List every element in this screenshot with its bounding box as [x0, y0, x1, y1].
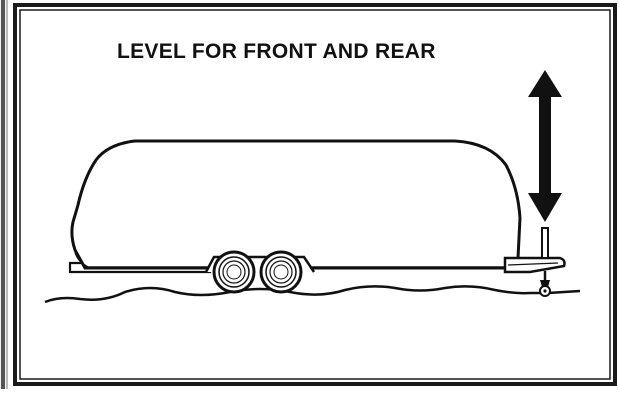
- trailer-icon: [70, 141, 520, 272]
- wheel-rear: [261, 252, 301, 292]
- trailer-body: [72, 141, 520, 268]
- wheel-front: [214, 252, 254, 292]
- left-edge-strip: [0, 0, 7, 389]
- diagram-title: LEVEL FOR FRONT AND REAR: [117, 37, 527, 67]
